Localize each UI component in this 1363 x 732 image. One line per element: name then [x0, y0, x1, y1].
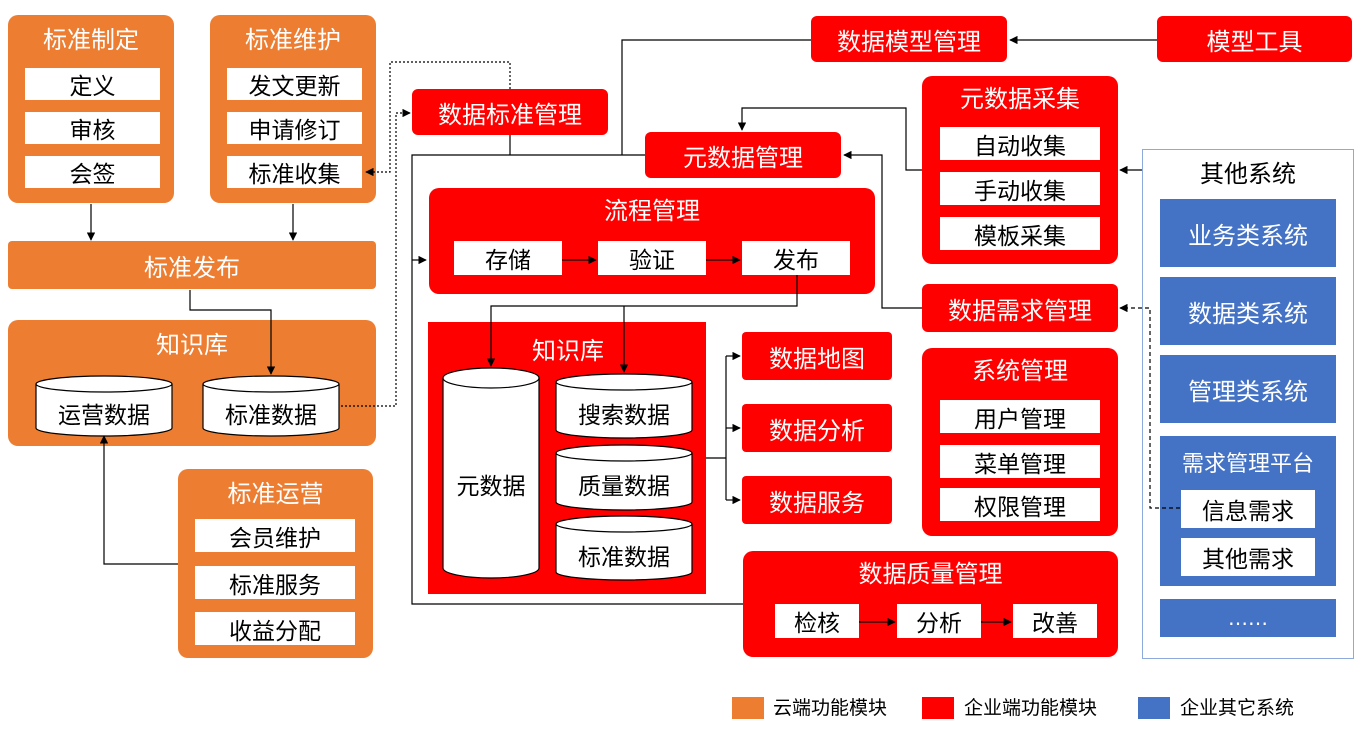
business-system: 业务类系统 [1160, 199, 1336, 267]
legend-cloud-label: 云端功能模块 [773, 697, 888, 719]
sys-mgmt-item-permission: 权限管理 [940, 488, 1100, 521]
more-systems: …… [1160, 599, 1336, 637]
other-systems-title: 其他系统 [1200, 160, 1296, 188]
data-system: 数据类系统 [1160, 277, 1336, 345]
dq-item-check: 检核 [775, 604, 859, 638]
sys-mgmt-panel: 系统管理 用户管理 菜单管理 权限管理 [922, 348, 1118, 536]
cloud-kb-title: 知识库 [156, 331, 228, 359]
legend-other-label: 企业其它系统 [1180, 697, 1295, 719]
kb-meta-label: 元数据 [456, 474, 526, 500]
demand-platform-panel: 需求管理平台 信息需求 其他需求 [1160, 436, 1336, 586]
std-ops-item-member: 会员维护 [195, 519, 355, 552]
output-data-service: 数据服务 [742, 476, 892, 524]
data-std-mgmt-box: 数据标准管理 [412, 89, 608, 135]
output-data-analysis: 数据分析 [742, 404, 892, 452]
enterprise-kb-title: 知识库 [532, 337, 604, 365]
cloud-kb-ops-data-label: 运营数据 [58, 403, 150, 429]
demand-mgmt-box: 数据需求管理 [922, 284, 1118, 332]
process-item-publish: 发布 [742, 241, 850, 275]
std-ops-panel: 标准运营 会员维护 标准服务 收益分配 [178, 469, 373, 658]
sys-mgmt-item-user: 用户管理 [940, 400, 1100, 433]
legend-cloud-swatch [732, 697, 764, 719]
process-mgmt-panel: 流程管理 存储 验证 发布 [429, 188, 875, 294]
cloud-kb-cylinder-ops [35, 375, 173, 437]
std-maint-panel: 标准维护 发文更新 申请修订 标准收集 [210, 15, 376, 203]
std-make-panel: 标准制定 定义 审核 会签 [8, 15, 174, 203]
meta-collect-panel: 元数据采集 自动收集 手动收集 模板采集 [922, 76, 1118, 264]
demand-platform-title: 需求管理平台 [1181, 452, 1314, 477]
sys-mgmt-item-menu: 菜单管理 [940, 445, 1100, 478]
output-data-map: 数据地图 [742, 332, 892, 380]
kb-cylinder-meta [442, 367, 540, 579]
std-maint-title: 标准维护 [245, 26, 341, 54]
std-make-item-review: 审核 [25, 112, 160, 144]
dq-mgmt-title: 数据质量管理 [858, 560, 1003, 588]
std-ops-item-service: 标准服务 [195, 566, 355, 599]
meta-collect-title: 元数据采集 [960, 85, 1080, 113]
legend-other-swatch [1138, 697, 1170, 719]
kb-quality-label: 质量数据 [578, 474, 670, 500]
dq-item-analyze: 分析 [897, 604, 981, 638]
demand-item-info: 信息需求 [1181, 490, 1315, 528]
kb-cylinder-search [555, 373, 693, 439]
std-maint-item-collect: 标准收集 [227, 156, 362, 188]
meta-mgmt-box: 元数据管理 [645, 132, 841, 178]
kb-cylinder-standard [555, 515, 693, 581]
std-make-item-define: 定义 [25, 68, 160, 100]
process-item-verify: 验证 [598, 241, 706, 275]
model-tool-box: 模型工具 [1157, 16, 1352, 62]
cloud-kb-cylinder-std [202, 375, 340, 437]
sys-mgmt-title: 系统管理 [972, 357, 1068, 385]
std-ops-item-revenue: 收益分配 [195, 612, 355, 645]
legend-enterprise-swatch [922, 697, 954, 719]
process-item-store: 存储 [454, 241, 562, 275]
meta-collect-item-template: 模板采集 [940, 217, 1100, 250]
std-publish-bar: 标准发布 [8, 241, 376, 289]
legend-enterprise-label: 企业端功能模块 [964, 697, 1098, 719]
kb-search-label: 搜索数据 [578, 403, 670, 429]
management-system: 管理类系统 [1160, 355, 1336, 423]
std-make-title: 标准制定 [43, 26, 139, 54]
std-ops-title: 标准运营 [227, 480, 324, 508]
kb-standard-label: 标准数据 [578, 545, 670, 571]
meta-collect-item-manual: 手动收集 [940, 172, 1100, 205]
dq-item-improve: 改善 [1013, 604, 1097, 638]
process-mgmt-title: 流程管理 [604, 197, 700, 225]
std-make-item-countersign: 会签 [25, 156, 160, 188]
demand-item-other: 其他需求 [1181, 538, 1315, 576]
std-maint-item-revise: 申请修订 [227, 112, 362, 144]
cloud-kb-std-data-label: 标准数据 [225, 403, 317, 429]
dq-mgmt-panel: 数据质量管理 检核 分析 改善 [743, 551, 1118, 657]
kb-cylinder-quality [555, 444, 693, 511]
data-model-mgmt-box: 数据模型管理 [811, 16, 1007, 62]
meta-collect-item-auto: 自动收集 [940, 127, 1100, 160]
std-maint-item-update: 发文更新 [227, 68, 362, 100]
